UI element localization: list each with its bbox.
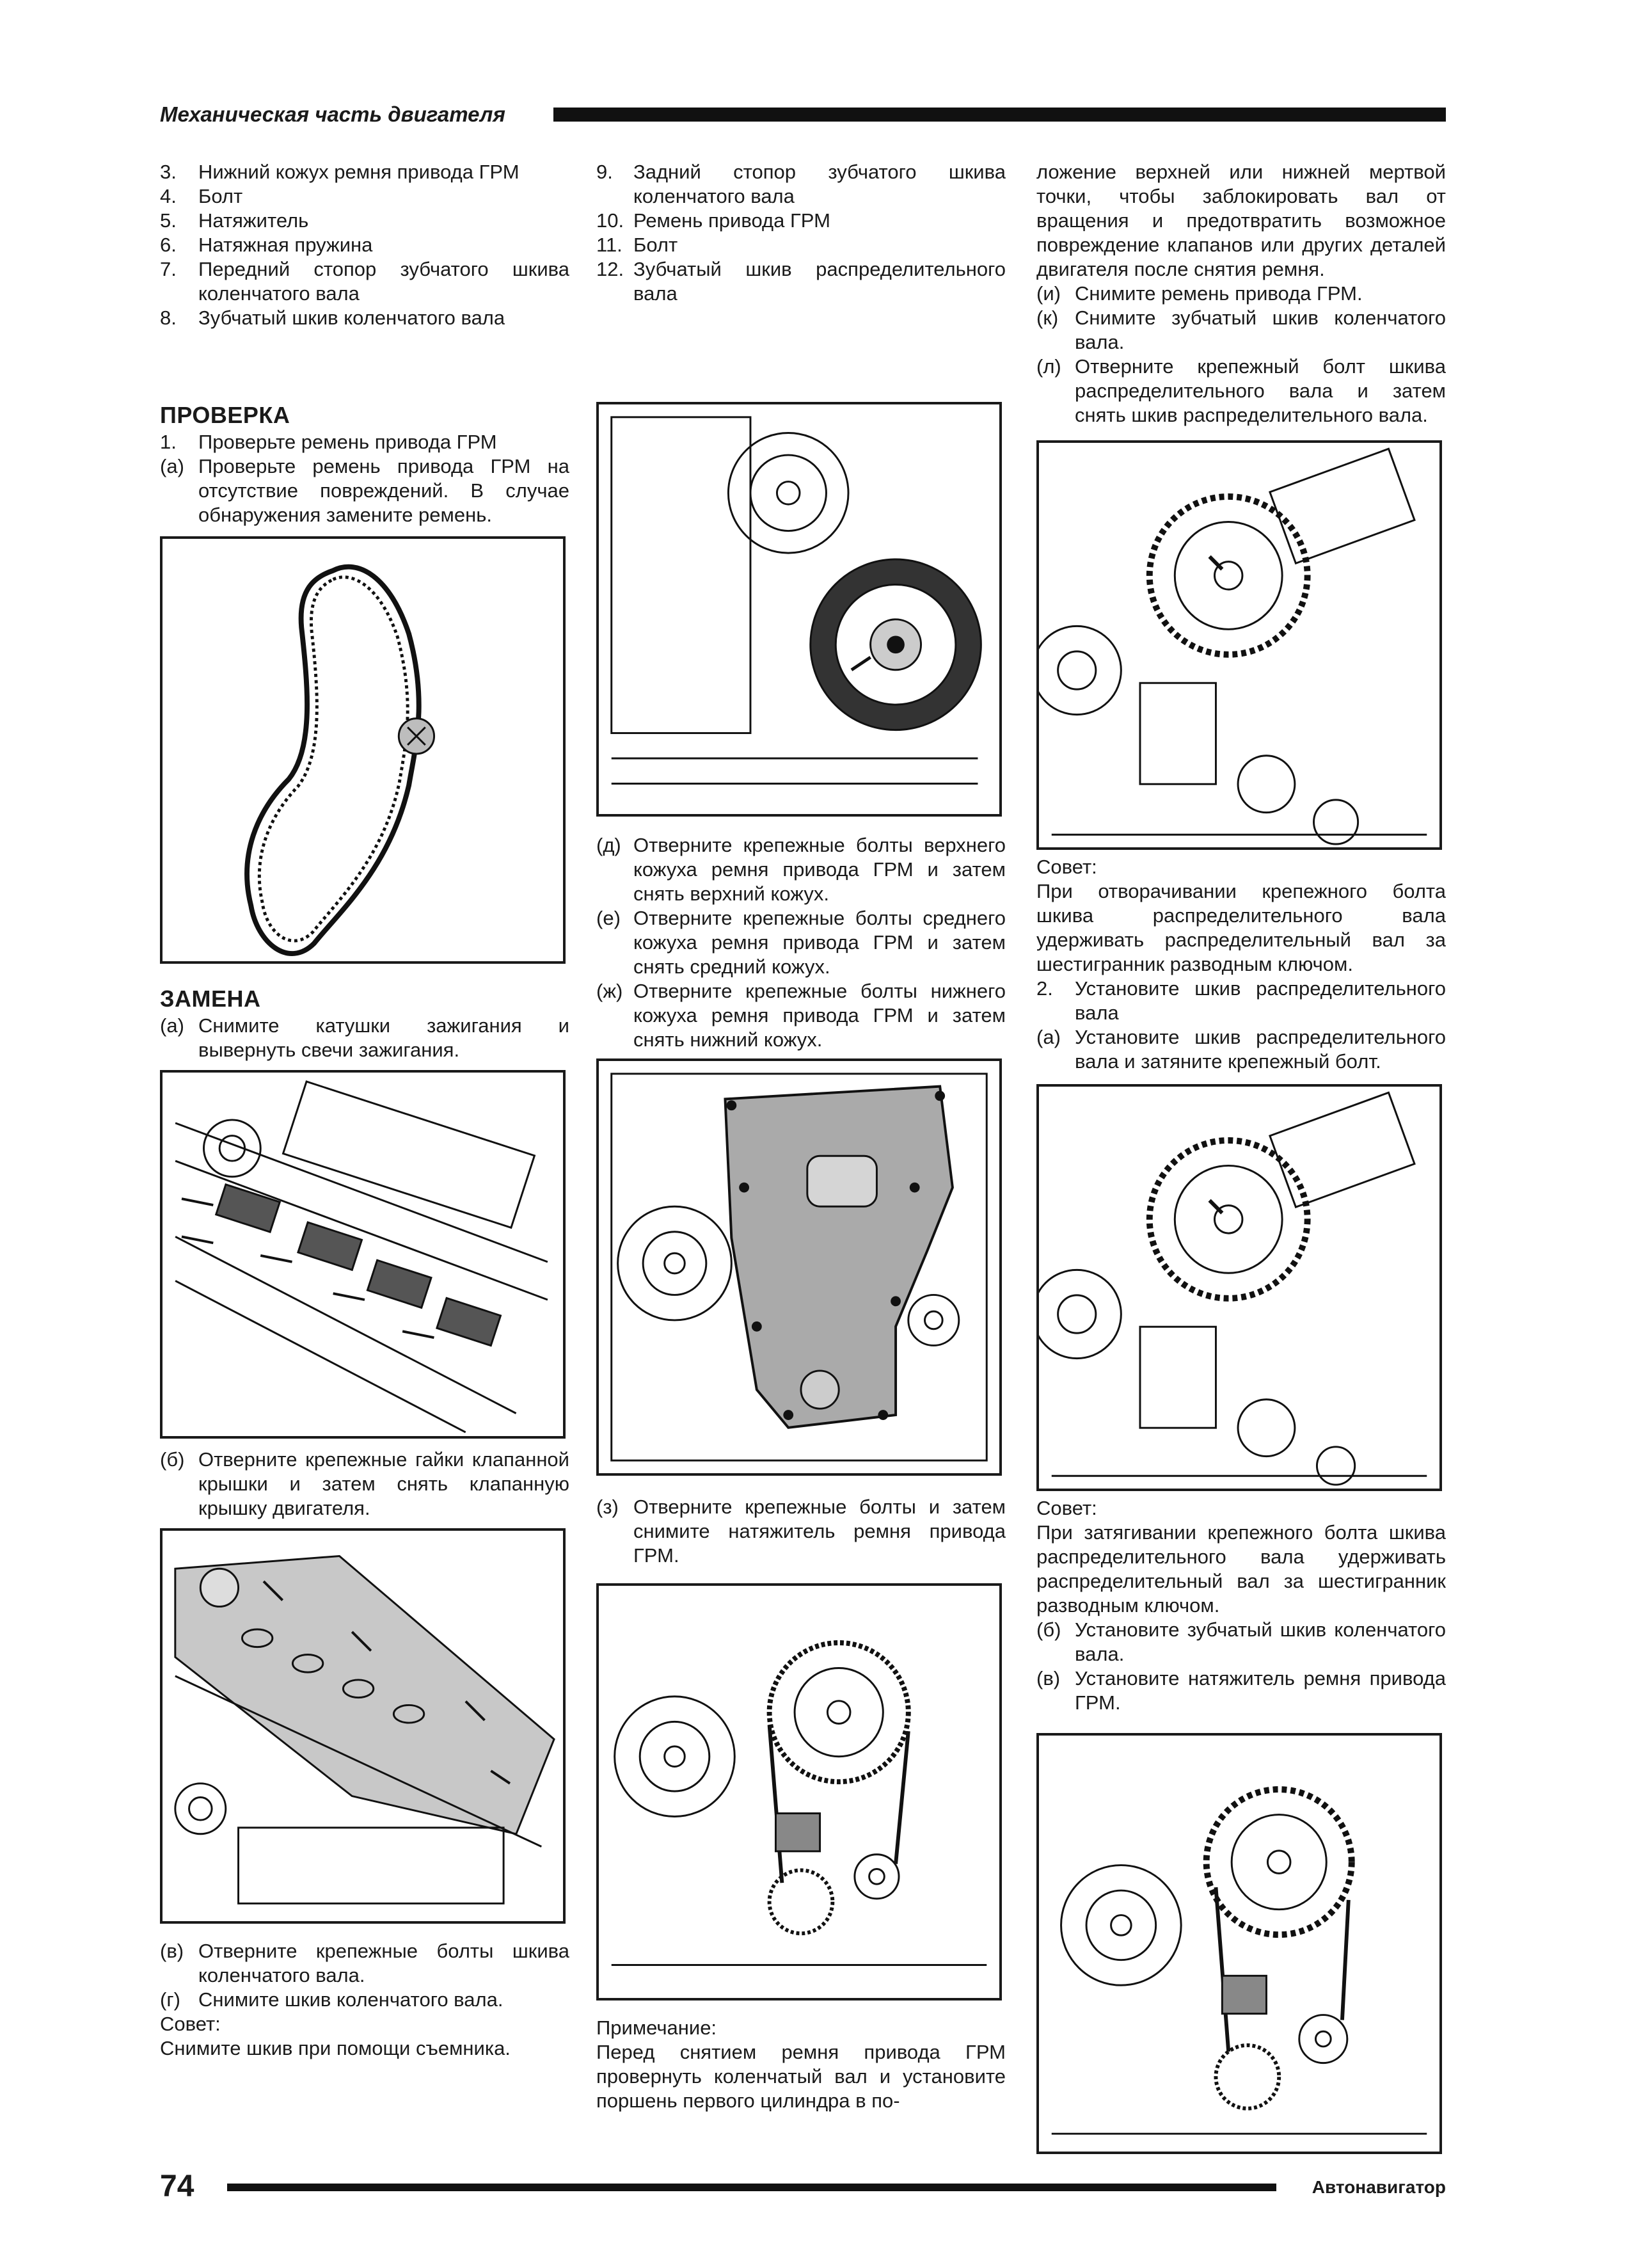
- figure-tensioner-install: [1036, 1733, 1442, 2154]
- check-heading: ПРОВЕРКА: [160, 402, 290, 428]
- header-title: Механическая часть двигателя: [160, 102, 505, 126]
- figure-belt-drive: [596, 1583, 1002, 2000]
- step-item: (е)Отверните крепежные болты среднего ко…: [596, 907, 1006, 978]
- col3-intro: ложение верхней или нижней мертвой точки…: [1036, 160, 1446, 427]
- timing-belt-illustration: [244, 564, 436, 956]
- list-item: 10.Ремень привода ГРМ: [596, 209, 830, 232]
- step-item: (г)Снимите шкив коленчатого вала.: [160, 1988, 503, 2011]
- tip-text: Снимите шкив при помощи съемника.: [160, 2037, 511, 2059]
- tip-text: При отворачивании крепежного болта шкива…: [1036, 880, 1446, 975]
- col2-steps-d-zh: (д)Отверните крепежные болты верхнего ко…: [596, 833, 1006, 1052]
- note-label: Примечание:: [596, 2016, 717, 2039]
- figure-crankshaft-pulley: [596, 402, 1002, 817]
- step-item: 2.Установите шкив распределительного вал…: [1036, 977, 1446, 1024]
- list-item: 4.Болт: [160, 185, 243, 207]
- figure-camshaft-sprocket-removal: [1036, 440, 1442, 850]
- replace-heading: ЗАМЕНА: [160, 986, 261, 1012]
- replace-step-b: (б)Отверните крепежные гайки клапанной к…: [160, 1448, 569, 1521]
- replace-step-a: (а)Снимите катушки зажигания и вывернуть…: [160, 1014, 569, 1062]
- col2-step-z: (з)Отверните крепежные болты и затем сни…: [596, 1495, 1006, 1568]
- col2-parts-list: 9.Задний стопор зубчатого шкива коленчат…: [596, 160, 1006, 306]
- step-item: (ж)Отверните крепежные болты нижнего кож…: [596, 980, 1006, 1051]
- step-item: (и)Снимите ремень привода ГРМ.: [1036, 282, 1363, 305]
- step-item: (к)Снимите зубчатый шкив коленчатого вал…: [1036, 307, 1446, 353]
- step-item: 1.Проверьте ремень привода ГРМ: [160, 431, 497, 453]
- list-item: 9.Задний стопор зубчатого шкива коленчат…: [596, 161, 1006, 207]
- list-item: 12.Зубчатый шкив распределительного вала: [596, 258, 1006, 305]
- step-item: (з)Отверните крепежные болты и затем сни…: [596, 1496, 1006, 1567]
- figure-timing-covers: [596, 1058, 1002, 1476]
- note-text: Перед снятием ремня привода ГРМ проверну…: [596, 2041, 1006, 2112]
- list-item: 7.Передний стопор зубчатого шкива коленч…: [160, 258, 569, 305]
- note-continuation: ложение верхней или нижней мертвой точки…: [1036, 161, 1446, 280]
- step-item: (л)Отверните крепежный болт шкива распре…: [1036, 355, 1446, 426]
- step-item: (в)Установите натяжитель ремня привода Г…: [1036, 1667, 1446, 1714]
- figure-ignition-coils: [160, 1070, 566, 1439]
- replace-steps-vg: (в)Отверните крепежные болты шкива колен…: [160, 1939, 569, 2061]
- figure-timing-belt: [160, 536, 566, 964]
- step-item: (б)Отверните крепежные гайки клапанной к…: [160, 1448, 569, 1519]
- step-item: (в)Отверните крепежные болты шкива колен…: [160, 1940, 569, 1986]
- list-item: 11.Болт: [596, 234, 678, 256]
- page-number: 74: [160, 2169, 194, 2203]
- page-footer: 74 Автонавигатор: [160, 2171, 1446, 2203]
- list-item: 8.Зубчатый шкив коленчатого вала: [160, 307, 505, 329]
- step-item: (а)Снимите катушки зажигания и вывернуть…: [160, 1014, 569, 1061]
- header-rule: [553, 108, 1446, 122]
- tip-label: Совет:: [1036, 856, 1097, 878]
- col2-note: Примечание: Перед снятием ремня привода …: [596, 2016, 1006, 2113]
- list-item: 6.Натяжная пружина: [160, 234, 373, 256]
- tip-text: При затягивании крепежного болта шкива р…: [1036, 1521, 1446, 1617]
- page-header: Механическая часть двигателя: [160, 102, 1446, 128]
- tip-label: Совет:: [160, 2013, 221, 2035]
- figure-valve-cover: [160, 1528, 566, 1924]
- brand-name: Автонавигатор: [1312, 2177, 1446, 2197]
- step-item: (а)Проверьте ремень привода ГРМ на отсут…: [160, 455, 569, 526]
- step-item: (д)Отверните крепежные болты верхнего ко…: [596, 834, 1006, 905]
- list-item: 5.Натяжитель: [160, 209, 309, 232]
- col3-tip2: Совет: При затягивании крепежного болта …: [1036, 1496, 1446, 1715]
- step-item: (б)Установите зубчатый шкив коленчатого …: [1036, 1618, 1446, 1665]
- check-steps: 1.Проверьте ремень привода ГРМ (а)Провер…: [160, 430, 569, 527]
- col1-parts-list: 3.Нижний кожух ремня привода ГРМ 4.Болт …: [160, 160, 569, 330]
- figure-camshaft-sprocket-install: [1036, 1084, 1442, 1491]
- footer-rule: [227, 2184, 1276, 2191]
- tip-label: Совет:: [1036, 1497, 1097, 1519]
- col3-tip1: Совет: При отворачивании крепежного болт…: [1036, 855, 1446, 1074]
- list-item: 3.Нижний кожух ремня привода ГРМ: [160, 161, 519, 183]
- step-item: (а)Установите шкив распределительного ва…: [1036, 1026, 1446, 1073]
